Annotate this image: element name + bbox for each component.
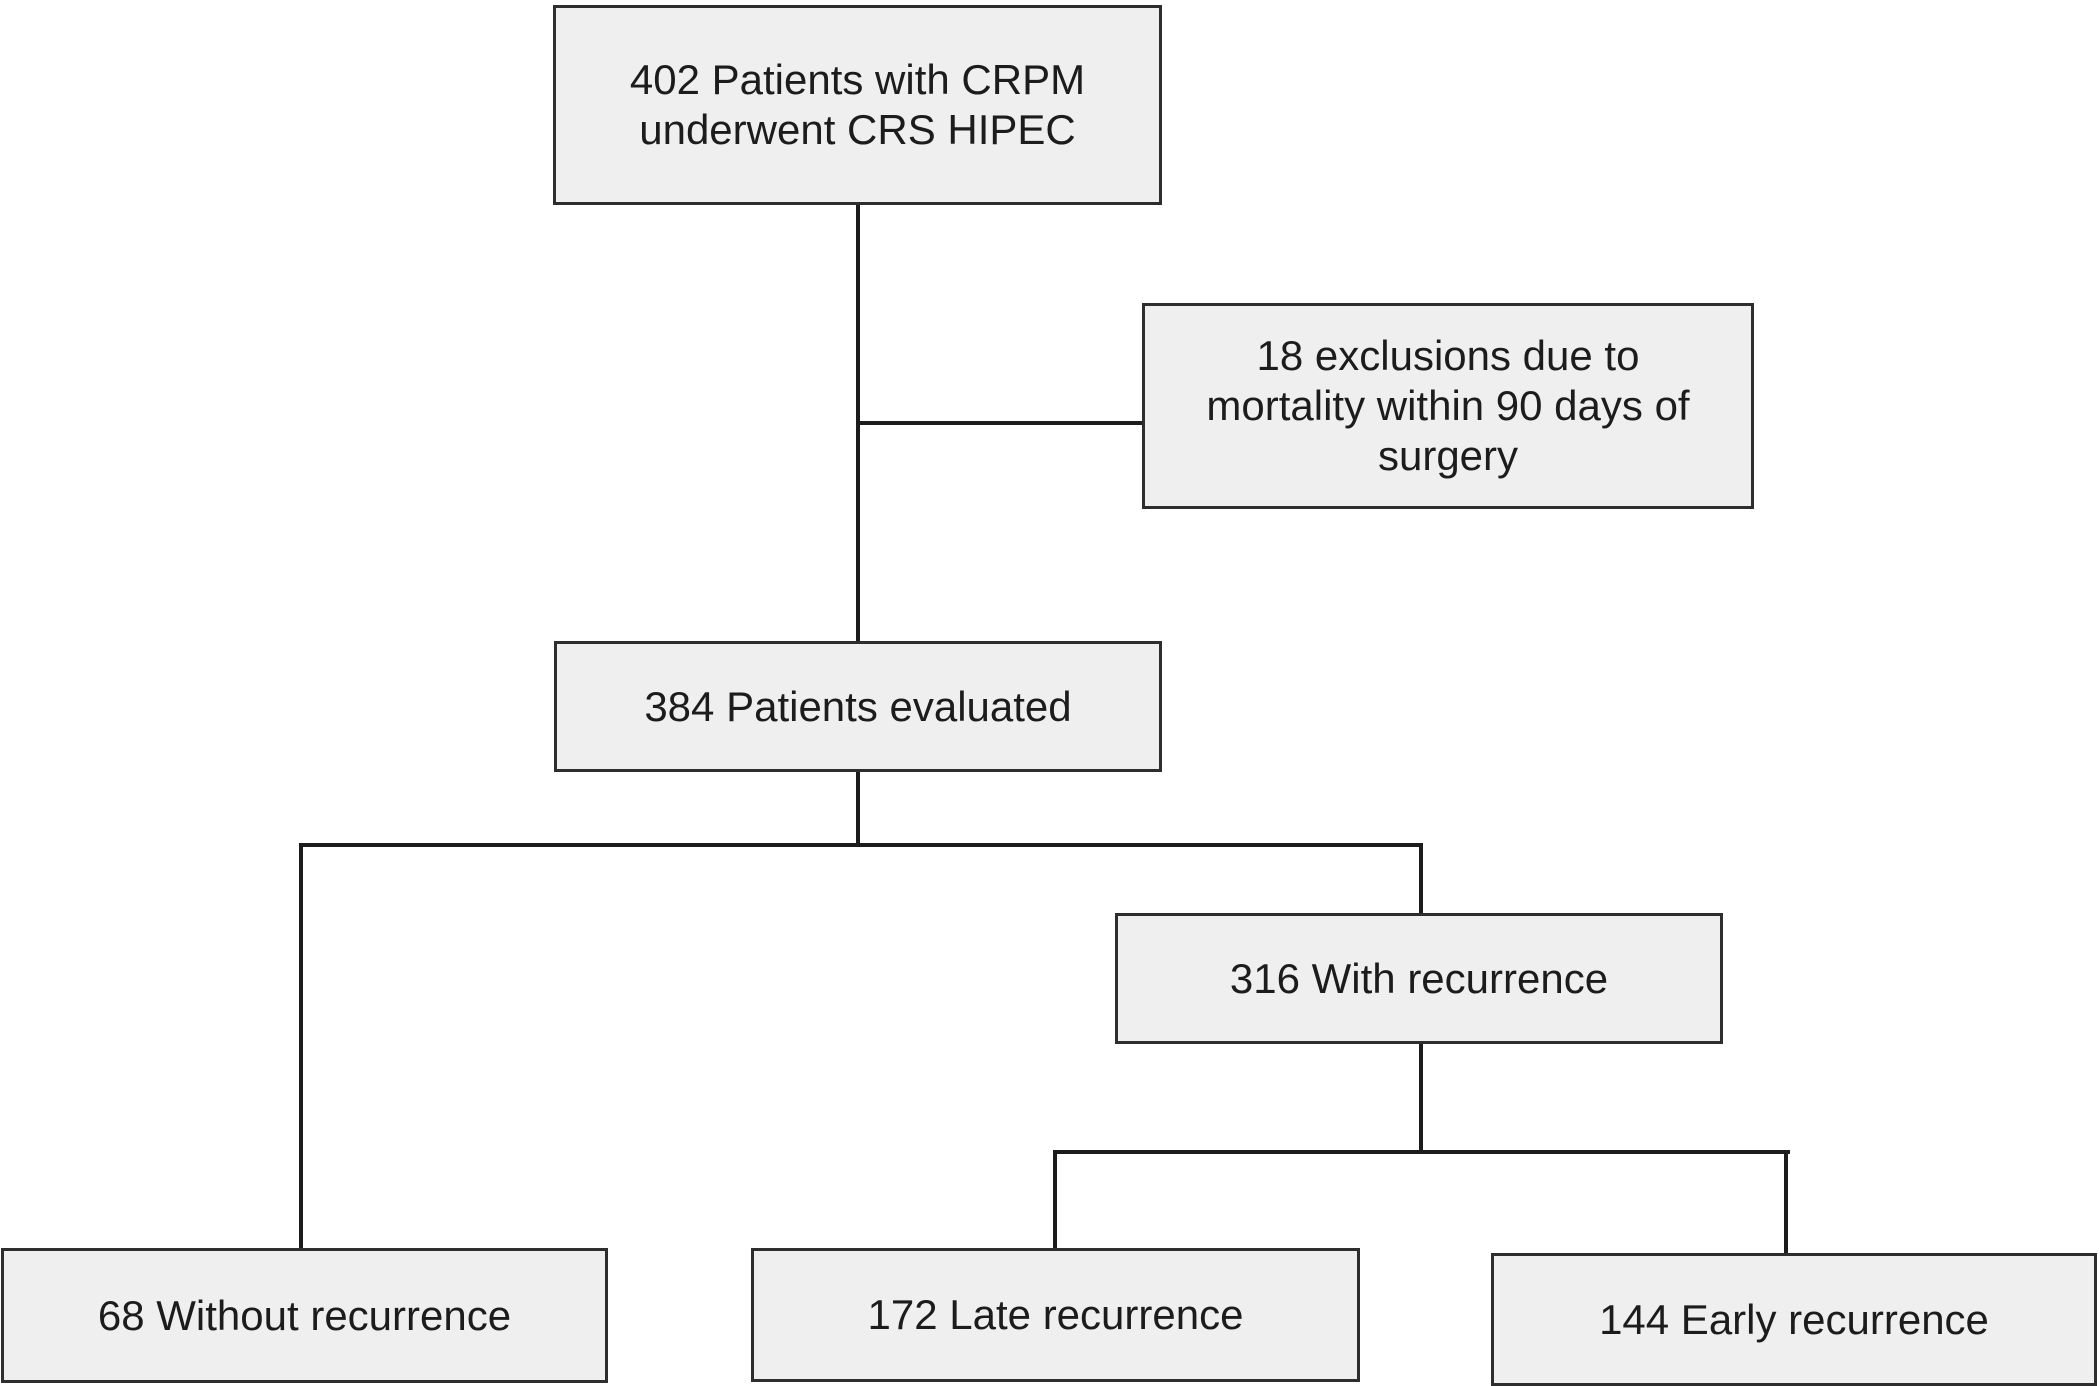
node-exclusions: 18 exclusions due to mortality within 90… bbox=[1142, 303, 1754, 509]
connector-to-with-recurrence bbox=[1419, 843, 1423, 913]
node-late-recurrence: 172 Late recurrence bbox=[751, 1248, 1360, 1382]
node-text-line: 18 exclusions due to bbox=[1256, 332, 1640, 379]
connector-to-without-recurrence bbox=[299, 843, 303, 1248]
node-with-recurrence: 316 With recurrence bbox=[1115, 913, 1723, 1044]
connector-recurrence-stem bbox=[1419, 1044, 1423, 1154]
node-text-line: 316 With recurrence bbox=[1229, 954, 1609, 1002]
node-early-recurrence: 144 Early recurrence bbox=[1491, 1253, 2097, 1386]
node-text-line: 144 Early recurrence bbox=[1599, 1295, 1989, 1343]
node-text-line: surgery bbox=[1377, 432, 1519, 479]
connector-evaluated-stem bbox=[856, 772, 860, 847]
node-text-line: 172 Late recurrence bbox=[867, 1291, 1244, 1338]
connector-evaluated-split-bar bbox=[299, 843, 1423, 847]
node-patients-enrolled: 402 Patients with CRPM underwent CRS HIP… bbox=[553, 5, 1162, 205]
node-text-line: 402 Patients with CRPM bbox=[629, 56, 1086, 103]
connector-to-late-recurrence bbox=[1053, 1150, 1057, 1248]
connector-recurrence-split-bar bbox=[1053, 1150, 1790, 1154]
node-without-recurrence: 68 Without recurrence bbox=[1, 1248, 608, 1383]
node-text-line: underwent CRS HIPEC bbox=[639, 106, 1076, 153]
node-text-line: 68 Without recurrence bbox=[97, 1291, 512, 1339]
node-text-line: 384 Patients evaluated bbox=[644, 682, 1072, 730]
connector-to-early-recurrence bbox=[1784, 1150, 1788, 1253]
node-patients-evaluated: 384 Patients evaluated bbox=[554, 641, 1162, 772]
connector-exclusion-branch bbox=[858, 421, 1142, 425]
node-text-line: mortality within 90 days of bbox=[1206, 382, 1690, 429]
